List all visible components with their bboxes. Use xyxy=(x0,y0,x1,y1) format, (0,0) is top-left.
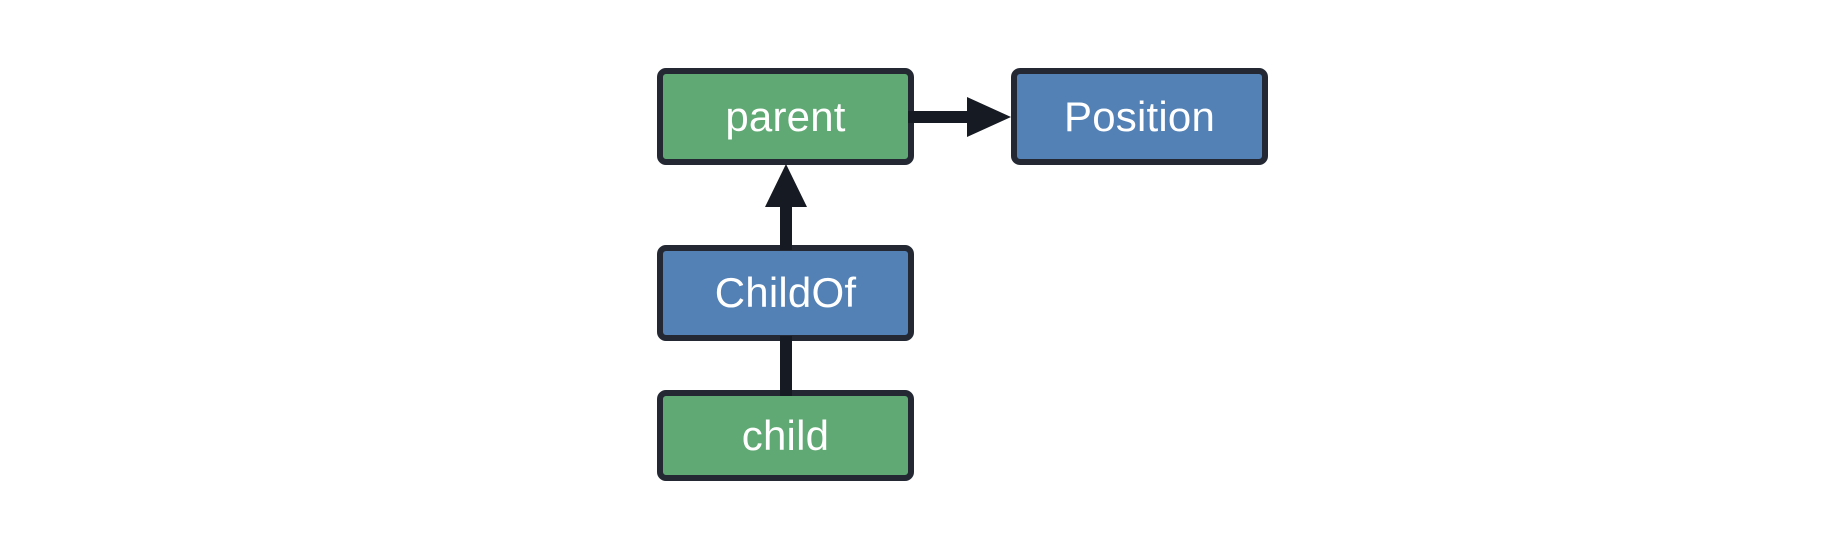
node-child-label: child xyxy=(741,411,830,459)
edge-child-to-childof-line xyxy=(780,336,792,396)
arrowhead-right-icon xyxy=(967,97,1011,137)
edge-parent-to-position-shaft xyxy=(908,111,974,123)
node-parent[interactable]: parent xyxy=(657,68,914,165)
edge-childof-to-parent xyxy=(765,164,807,250)
node-position[interactable]: Position xyxy=(1011,68,1268,165)
node-position-label: Position xyxy=(1063,92,1216,140)
node-child[interactable]: child xyxy=(657,390,914,481)
node-childof-label: ChildOf xyxy=(714,269,857,316)
edge-childof-to-parent-shaft xyxy=(780,198,792,250)
node-childof[interactable]: ChildOf xyxy=(657,245,914,341)
edge-parent-to-position xyxy=(908,97,1011,137)
edge-child-to-childof xyxy=(780,336,792,396)
node-parent-label: parent xyxy=(725,92,846,140)
arrowhead-up-icon xyxy=(765,164,807,207)
